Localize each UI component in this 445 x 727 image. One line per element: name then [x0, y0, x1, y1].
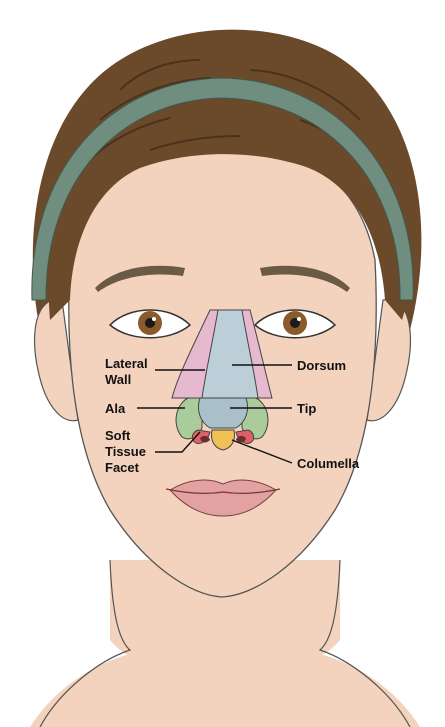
- tip-label: Tip: [297, 401, 316, 416]
- soft-tissue-facet-label-line2: Tissue: [105, 444, 146, 459]
- tip-region: [198, 398, 247, 428]
- soft-tissue-facet-label-line3: Facet: [105, 460, 140, 475]
- neck-shoulders: [30, 650, 420, 727]
- lateral-wall-label-line2: Wall: [105, 372, 131, 387]
- lateral-wall-label-line1: Lateral: [105, 356, 148, 371]
- ala-label: Ala: [105, 401, 126, 416]
- soft-tissue-facet-label-line1: Soft: [105, 428, 131, 443]
- columella-label: Columella: [297, 456, 360, 471]
- dorsum-label: Dorsum: [297, 358, 346, 373]
